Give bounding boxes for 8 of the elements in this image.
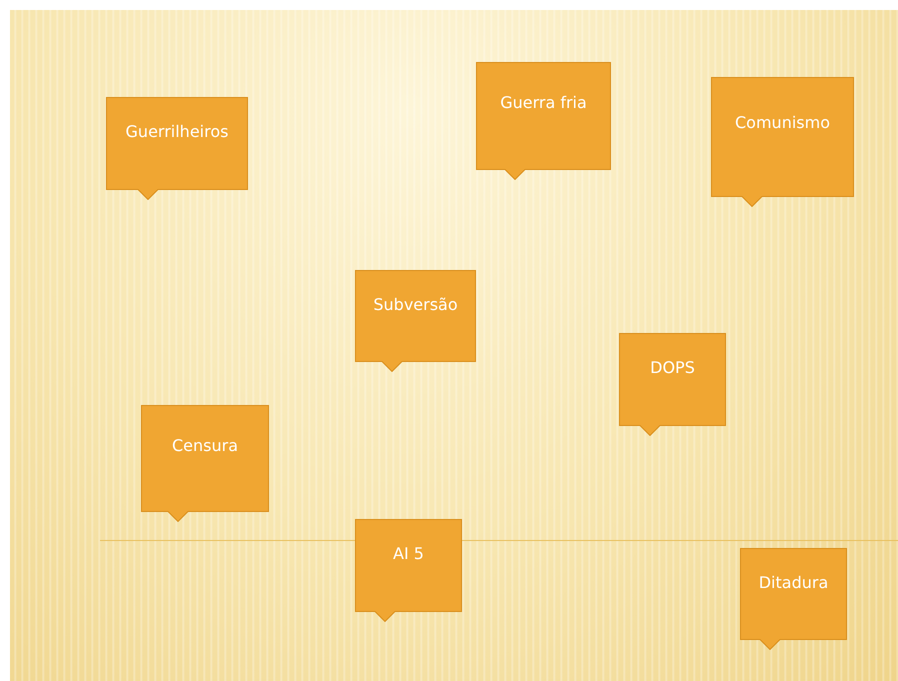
callout-label: Subversão bbox=[372, 294, 459, 314]
callout-label: Comunismo bbox=[734, 112, 831, 132]
callout-label: Censura bbox=[170, 436, 239, 455]
callout-label: DOPS bbox=[649, 358, 696, 378]
callout-label: AI 5 bbox=[392, 544, 425, 564]
callout-label: Guerrilheiros bbox=[124, 122, 230, 142]
callout-label: Guerra fria bbox=[499, 93, 588, 112]
callout-label: Ditadura bbox=[758, 572, 830, 592]
